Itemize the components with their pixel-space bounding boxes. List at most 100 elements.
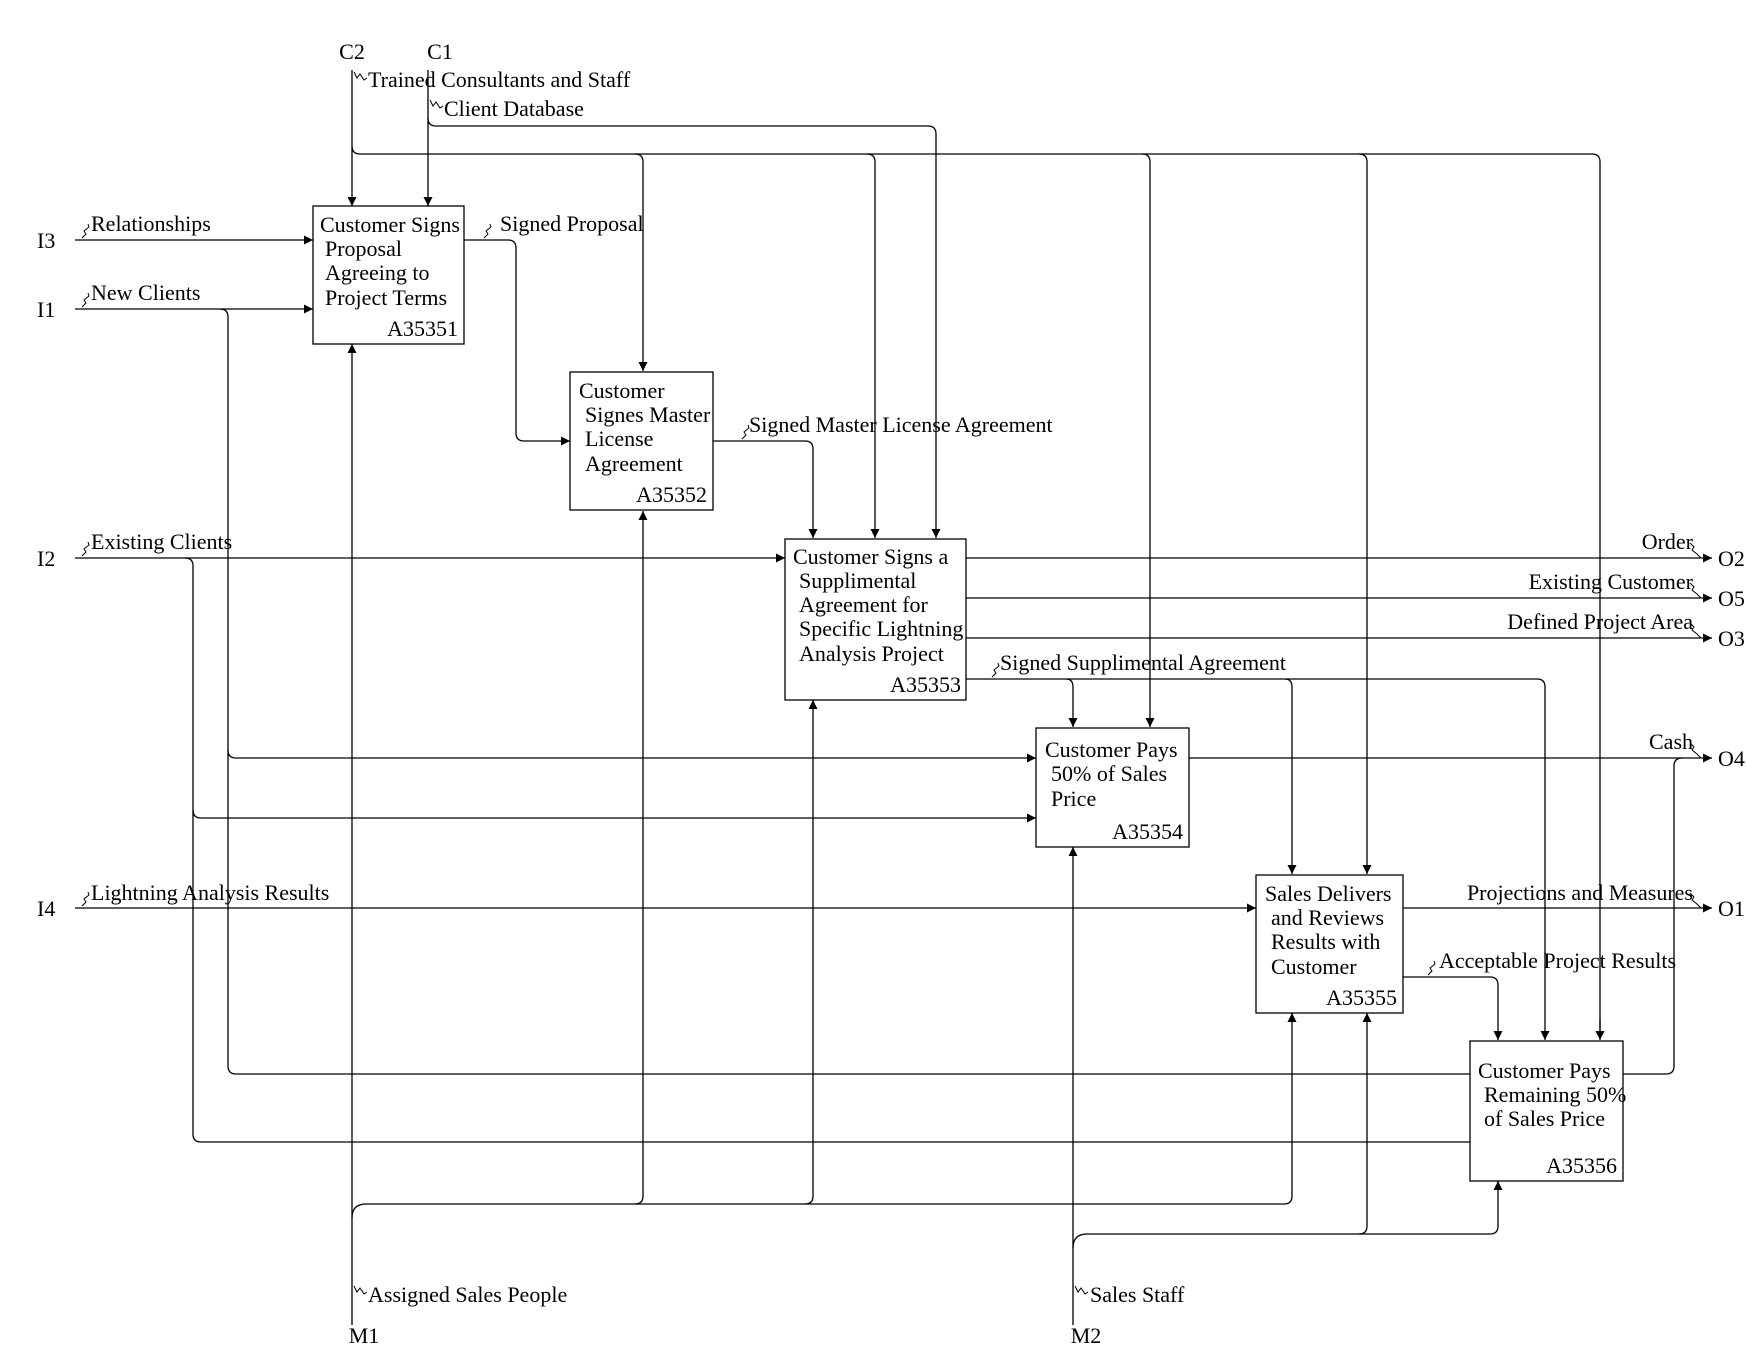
boundary-code-c1: C1 bbox=[427, 39, 453, 64]
activity-box-frame bbox=[1035, 727, 1190, 848]
activity-box-frame bbox=[569, 371, 714, 511]
activity-title-line: Agreement for bbox=[799, 592, 929, 617]
arrow-label-order: Order bbox=[1642, 529, 1694, 554]
arrow-signed-supplimental bbox=[966, 678, 1550, 1040]
activity-node-number: A35354 bbox=[1112, 819, 1183, 844]
arrow-label-lightning-results: Lightning Analysis Results bbox=[91, 880, 329, 905]
arrow-new-clients-to-a35354 bbox=[227, 749, 1036, 763]
squiggle bbox=[1689, 582, 1702, 599]
activity-box-a35356[interactable]: Customer Pays Remaining 50% of Sales Pri… bbox=[1469, 1040, 1626, 1182]
arrow-sales-staff-branch bbox=[1072, 1181, 1499, 1249]
arrow-labels: Trained Consultants and Staff Client Dat… bbox=[91, 67, 1694, 1307]
activity-title-line: Customer Pays bbox=[1478, 1058, 1611, 1083]
activity-box-frame bbox=[784, 538, 967, 701]
activity-node-number: A35352 bbox=[636, 482, 707, 507]
activity-node-number: A35355 bbox=[1326, 985, 1397, 1010]
boundary-code-i4: I4 bbox=[37, 896, 55, 921]
boundary-code-m1: M1 bbox=[349, 1323, 380, 1346]
boundary-code-o5: O5 bbox=[1718, 586, 1745, 611]
arrow-label-projections: Projections and Measures bbox=[1467, 880, 1693, 905]
squiggle bbox=[1074, 1285, 1089, 1295]
activity-box-frame bbox=[1255, 874, 1404, 1014]
boundary-code-i3: I3 bbox=[37, 228, 55, 253]
boundary-code-i2: I2 bbox=[37, 546, 55, 571]
arrow-label-signed-proposal: Signed Proposal bbox=[500, 211, 644, 236]
activity-title-line: and Reviews bbox=[1271, 905, 1384, 930]
squiggle bbox=[1689, 622, 1702, 639]
boundary-code-o1: O1 bbox=[1718, 896, 1745, 921]
activity-title-line: Proposal bbox=[325, 236, 402, 261]
arrow-client-database-branch bbox=[427, 117, 941, 538]
squiggle bbox=[1427, 960, 1436, 976]
arrow-signed-supplimental-to-a35355 bbox=[1284, 678, 1297, 874]
activity-title-line: Results with bbox=[1271, 929, 1380, 954]
activity-title-line: Customer bbox=[1271, 954, 1357, 979]
activity-title-line: Customer Pays bbox=[1045, 737, 1178, 762]
boundary-code-o4: O4 bbox=[1718, 746, 1745, 771]
arrow-label-client-database: Client Database bbox=[444, 96, 584, 121]
arrow-label-cash: Cash bbox=[1649, 729, 1693, 754]
activity-title-line: Price bbox=[1051, 786, 1096, 811]
arrow-label-assigned-sales-people: Assigned Sales People bbox=[368, 1282, 567, 1307]
arrow-signed-supplimental-to-a35354 bbox=[1065, 678, 1078, 727]
activity-box-a35354[interactable]: Customer Pays 50% of Sales Price A35354 bbox=[1035, 727, 1190, 848]
activity-node-number: A35356 bbox=[1546, 1153, 1617, 1178]
activity-title-line: Analysis Project bbox=[799, 641, 944, 666]
arrow-trained-consultants-to-a35355 bbox=[1358, 153, 1372, 874]
arrow-label-existing-clients: Existing Clients bbox=[91, 529, 232, 554]
activity-box-a35351[interactable]: Customer Signs Proposal Agreeing to Proj… bbox=[312, 205, 465, 345]
arrow-lines bbox=[75, 70, 1712, 1325]
arrow-trained-consultants-branch bbox=[351, 145, 1601, 1038]
activity-box-a35353[interactable]: Customer Signs a Supplimental Agreement … bbox=[784, 538, 967, 701]
squiggle bbox=[353, 71, 368, 81]
arrow-new-clients-branch bbox=[219, 308, 1470, 1075]
activity-node-number: A35353 bbox=[890, 672, 961, 697]
arrow-sales-staff-to-a35355 bbox=[1358, 1013, 1372, 1235]
arrow-label-signed-supplimental: Signed Supplimental Agreement bbox=[1000, 650, 1286, 675]
squiggle bbox=[353, 1285, 368, 1295]
activity-box-frame bbox=[1469, 1040, 1624, 1182]
activity-box-frame bbox=[312, 205, 465, 345]
squiggle bbox=[81, 541, 90, 557]
activity-node-number: A35351 bbox=[387, 316, 458, 341]
arrow-trained-consultants-to-a35352 bbox=[634, 153, 648, 371]
arrow-label-relationships: Relationships bbox=[91, 211, 211, 236]
squiggle bbox=[81, 891, 90, 907]
arrow-label-acceptable-results: Acceptable Project Results bbox=[1439, 948, 1676, 973]
arrow-cash-from-a35356 bbox=[1623, 757, 1683, 1075]
activity-title-line: Project Terms bbox=[325, 285, 447, 310]
arrow-acceptable-results bbox=[1403, 976, 1503, 1040]
activity-title-line: Customer Signs bbox=[320, 212, 460, 237]
arrow-label-existing-customer: Existing Customer bbox=[1529, 569, 1694, 594]
label-squiggles bbox=[81, 71, 1702, 1295]
squiggle bbox=[741, 424, 750, 440]
arrow-trained-consultants-to-a35353 bbox=[866, 153, 880, 538]
squiggle bbox=[991, 662, 1000, 678]
activity-title-line: Customer Signs a bbox=[793, 544, 948, 569]
arrow-signed-master-license bbox=[713, 440, 818, 538]
activity-box-a35352[interactable]: Customer Signes Master License Agreement… bbox=[569, 371, 714, 511]
activity-box-a35355[interactable]: Sales Delivers and Reviews Results with … bbox=[1255, 874, 1404, 1014]
boundary-code-o3: O3 bbox=[1718, 626, 1745, 651]
activity-title-line: Agreement bbox=[585, 451, 683, 476]
activity-title-line: Supplimental bbox=[799, 568, 916, 593]
arrow-existing-clients-to-a35354 bbox=[192, 809, 1036, 823]
boundary-code-i1: I1 bbox=[37, 297, 55, 322]
arrow-label-sales-staff: Sales Staff bbox=[1090, 1282, 1185, 1307]
activity-title-line: License bbox=[585, 426, 653, 451]
arrow-trained-consultants-to-a35354 bbox=[1141, 153, 1155, 727]
squiggle bbox=[1689, 542, 1702, 559]
arrow-label-defined-project-area: Defined Project Area bbox=[1507, 609, 1693, 634]
activity-title-line: Remaining 50% bbox=[1484, 1082, 1626, 1107]
arrow-assigned-sales-people-to-a35352 bbox=[634, 511, 648, 1205]
boundary-code-c2: C2 bbox=[339, 39, 365, 64]
activity-title-line: Customer bbox=[579, 378, 665, 403]
arrow-assigned-sales-people-branch bbox=[351, 1013, 1293, 1219]
boundary-codes: C2 C1 I3 I1 I2 I4 O2 O5 O3 O4 O1 M1 M2 bbox=[37, 39, 1745, 1346]
squiggle bbox=[483, 223, 492, 239]
boundary-code-o2: O2 bbox=[1718, 546, 1745, 571]
arrow-label-signed-master-license: Signed Master License Agreement bbox=[749, 412, 1053, 437]
arrow-existing-clients-branch bbox=[184, 557, 1470, 1143]
arrow-assigned-sales-people-to-a35353 bbox=[804, 700, 818, 1205]
